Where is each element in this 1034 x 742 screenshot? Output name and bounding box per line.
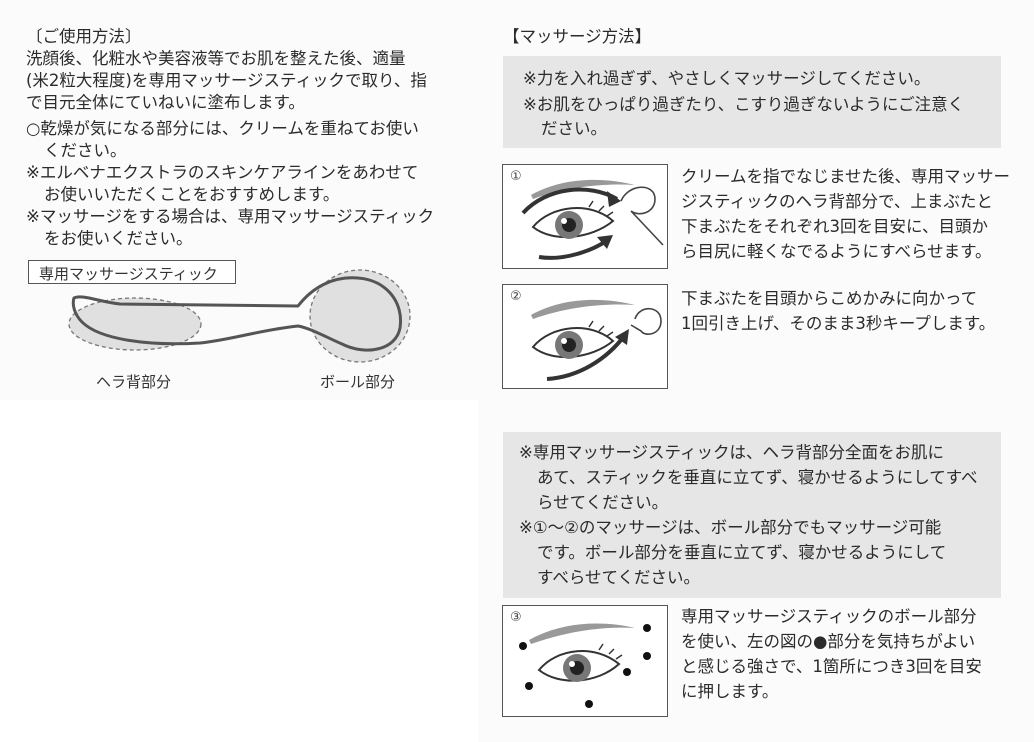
arrow-icon <box>597 235 613 249</box>
step-1-line-1: クリームを指でなじませた後、専用マッサー <box>681 167 1011 186</box>
note2-line-4: ※①～②のマッサージは、ボール部分でもマッサージ可能 <box>519 518 942 537</box>
pressure-point-dot <box>585 700 593 708</box>
step-3-line-3: と感じる強さで、1箇所につき3回を目安 <box>681 657 982 676</box>
usage-heading: 〔ご使用方法〕 <box>26 27 142 46</box>
step-2-line-2: 1回引き上げ、そのまま3秒キープします。 <box>681 314 996 333</box>
stick-outline <box>71 276 403 352</box>
note-1-line-1: ○乾燥が気になる部分には、クリームを重ねてお使い <box>26 119 419 138</box>
pressure-point-dot <box>643 624 651 632</box>
massage-stick-illustration <box>68 269 411 363</box>
eye-highlight <box>569 661 575 667</box>
note-3-line-2: をお使いください。 <box>44 229 193 248</box>
eyebrow <box>531 179 635 199</box>
eyebrow <box>529 623 635 644</box>
ball-area <box>309 269 411 363</box>
eye-highlight <box>561 338 567 344</box>
caution-line-2: ※お肌をひっぱり過ぎたり、こすり過ぎないようにご注意く <box>523 95 965 114</box>
intro-line-1: 洗顔後、化粧水や美容液等でお肌を整えた後、適量 <box>26 49 406 68</box>
note2-line-6: すべらせてください。 <box>537 568 701 587</box>
eyelashes <box>598 643 623 660</box>
note-3-line-1: ※マッサージをする場合は、専用マッサージスティック <box>26 207 435 226</box>
eyelashes <box>588 200 614 217</box>
eye-illustration <box>531 299 662 381</box>
eye-illustration <box>521 179 664 260</box>
arrow-icon <box>607 191 621 207</box>
eyelashes <box>588 320 614 337</box>
caution-line-3: ださい。 <box>541 119 607 138</box>
spatula-area <box>68 297 202 351</box>
arrow-icon <box>615 329 629 345</box>
note-2-line-2: お使いいただくことをおすすめします。 <box>44 185 340 204</box>
intro-line-2: (米2粒大程度)を専用マッサージスティックで取り、指 <box>26 71 427 90</box>
note2-line-2: あて、スティックを垂直に立てず、寝かせるようにしてすべ <box>537 468 978 487</box>
step-1-figure: ① <box>502 164 668 269</box>
pressure-point-dot <box>519 642 527 650</box>
stick-tip <box>620 186 664 246</box>
note-2-line-1: ※エルベナエクストラのスキンケアラインをあわせて <box>26 163 419 182</box>
stick-tip <box>630 307 662 335</box>
step-3-line-2: を使い、左の図の●部分を気持ちがよい <box>681 632 976 651</box>
step-3-line-4: に押します。 <box>681 682 779 701</box>
caution-box: ※力を入れ過ぎず、やさしくマッサージしてください。 ※お肌をひっぱり過ぎたり、こ… <box>503 56 1001 148</box>
intro-line-3: で目元全体にていねいに塗布します。 <box>26 93 305 112</box>
step-1-line-4: ら目尻に軽くなでるようにすべらせます。 <box>681 242 992 261</box>
step-2-figure: ② <box>502 284 668 389</box>
note2-line-5: です。ボール部分を垂直に立てず、寝かせるようにして <box>537 543 947 562</box>
arrow-lower <box>538 237 611 260</box>
eye-highlight <box>561 218 567 224</box>
step-1-line-2: ジスティックのヘラ背部分で、上まぶたと <box>681 192 993 211</box>
step-3-number: ③ <box>510 610 522 625</box>
note-box: ※専用マッサージスティックは、ヘラ背部分全面をお肌に あて、スティックを垂直に立… <box>503 432 1001 598</box>
step-1-number: ① <box>510 169 522 184</box>
step-2-line-1: 下まぶたを目頭からこめかみに向かって <box>681 289 978 308</box>
stick-label: 専用マッサージスティック <box>39 265 218 283</box>
stick-label-box: 専用マッサージスティック <box>28 260 236 284</box>
step-2-number: ② <box>510 289 522 304</box>
caution-line-1: ※力を入れ過ぎず、やさしくマッサージしてください。 <box>523 69 931 88</box>
massage-heading: 【マッサージ方法】 <box>503 27 652 46</box>
ball-label: ボール部分 <box>320 373 396 391</box>
note2-line-1: ※専用マッサージスティックは、ヘラ背部分全面をお肌に <box>519 443 945 462</box>
pressure-point-dot <box>525 682 533 690</box>
spatula-label: ヘラ背部分 <box>96 373 172 391</box>
eye-illustration <box>519 623 651 708</box>
step-3-figure: ③ <box>502 605 668 717</box>
pressure-point-dot <box>623 668 631 676</box>
step-3-line-1: 専用マッサージスティックのボール部分 <box>681 607 977 626</box>
eyebrow <box>531 299 635 319</box>
pressure-point-dot <box>643 652 651 660</box>
step-1-line-3: 下まぶたをそれぞれ3回を目安に、目頭か <box>681 217 989 236</box>
note-1-line-2: ください。 <box>44 141 127 160</box>
arrow-up <box>546 333 627 381</box>
note2-line-3: らせてください。 <box>537 493 669 512</box>
